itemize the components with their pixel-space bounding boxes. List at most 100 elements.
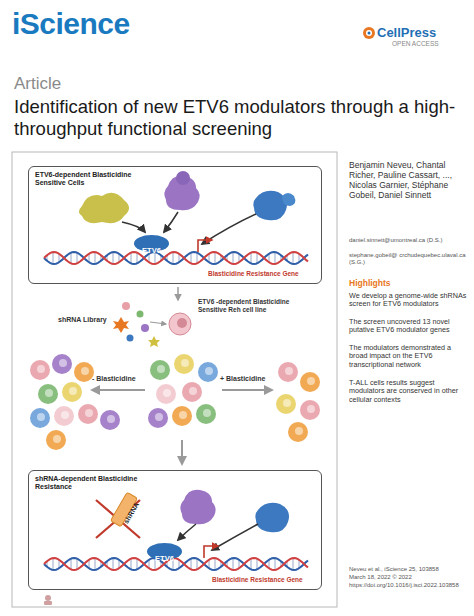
etv6-protein: ETV6: [147, 543, 182, 560]
cell-nucleus: [45, 389, 53, 397]
etv6-protein: ETV6: [134, 235, 169, 252]
highlight-item: The screen uncovered 13 novel putative E…: [349, 318, 467, 335]
modulator-blobs-bottom: [255, 503, 289, 532]
dna-strand: [44, 252, 308, 264]
transcription-start-top: [198, 240, 212, 252]
cell-nucleus: [189, 387, 197, 395]
dna-strand: [44, 252, 308, 264]
dna-rung: [233, 252, 234, 264]
cell: [196, 404, 216, 424]
panel-heading: ETV6-dependent Blasticidine Sensitive Ce…: [35, 171, 145, 188]
dna-rung: [137, 559, 138, 570]
cellpress-logo-icon: [368, 32, 371, 35]
dna-rung: [53, 558, 54, 570]
cell: [38, 384, 58, 404]
highlight-item: The modulators demonstrated a broad impa…: [349, 344, 467, 369]
dna-rung: [293, 558, 294, 570]
dna-rung: [113, 558, 114, 570]
cellpress-logo-icon: [366, 30, 372, 36]
author-list: Benjamin Neveu, Chantal Richer, Pauline …: [349, 160, 467, 200]
reh-cell: [169, 313, 191, 335]
cell-nucleus: [59, 359, 67, 367]
shrna-library-icons: [122, 302, 130, 310]
dna-rung: [131, 253, 132, 264]
dna-rung: [95, 558, 96, 570]
dna-rung: [131, 559, 132, 570]
shrna-library-icons: [141, 324, 149, 332]
dna-rung: [251, 559, 252, 570]
dna-rung: [257, 253, 258, 264]
doi: https://doi.org/10.1016/j.isci.2022.1038…: [349, 582, 469, 589]
paper-title: Identification of new ETV6 modulators th…: [14, 96, 466, 140]
dna-rung: [137, 253, 138, 264]
dna-rung: [197, 559, 198, 570]
cell-line-label: ETV6 -dependent Blasticidine Sensitive R…: [198, 298, 290, 313]
dna-helix-top: [44, 252, 308, 264]
cell: [198, 362, 218, 382]
cell-nucleus: [81, 367, 89, 375]
dna-rung: [173, 252, 174, 264]
cell-nucleus: [295, 427, 303, 435]
gene-label: Blasticidine Resistance Gene: [208, 270, 318, 278]
journal-logo: iScience: [12, 6, 162, 41]
cell-nucleus: [205, 367, 213, 375]
gene-label: Blasticidine Resistance Gene: [212, 576, 320, 584]
dna-rung: [95, 252, 96, 264]
dna-strand: [44, 558, 308, 570]
cell: [300, 400, 320, 420]
shrna-library-icons: [148, 336, 160, 347]
selection-arrows: [92, 389, 145, 391]
cell: [62, 382, 82, 402]
cell: [74, 362, 94, 382]
modulator-blobs-bottom: [180, 490, 289, 533]
cell-nucleus: [37, 365, 45, 373]
cell: [276, 394, 296, 414]
citation: March 18, 2022 © 2022: [349, 574, 469, 581]
cellpress-logo-icon: [363, 27, 375, 39]
email: stephane.gobeil@ crchudequebec.ulaval.ca…: [349, 252, 467, 266]
cell: [172, 406, 192, 426]
cell: [30, 408, 50, 428]
selection-arrows: [222, 389, 272, 391]
cell: [78, 404, 98, 424]
down-arrow: [177, 287, 179, 300]
modulator-blobs-top: [176, 171, 190, 185]
dna-rung: [215, 252, 216, 264]
dna-helix-bottom: [44, 558, 308, 570]
reh-cell: [177, 318, 187, 328]
cell: [100, 410, 120, 430]
modulator-blobs-top: [79, 193, 129, 223]
modulator-blobs-bottom: [180, 490, 215, 525]
condition-label: - Blasticidine: [92, 375, 152, 383]
modulator-blobs-top: [253, 191, 287, 220]
transcription-start-bottom: [204, 546, 218, 558]
dna-rung: [257, 559, 258, 570]
cell: [182, 382, 202, 402]
cell-nucleus: [181, 359, 189, 367]
dna-rung: [191, 559, 192, 570]
transcription-start-top: [198, 240, 212, 252]
shrna-library-icons: [127, 335, 134, 342]
cell-nucleus: [307, 377, 315, 385]
cell-nucleus: [69, 387, 77, 395]
shrna-library-icons: [113, 317, 129, 333]
dna-rung: [275, 252, 276, 264]
shrna-molecule: shRNA: [110, 492, 138, 528]
reh-cell: [169, 313, 191, 335]
down-arrow: [177, 287, 179, 300]
node-text: shRNA: [122, 501, 140, 525]
cell: [278, 362, 298, 382]
cell: [288, 422, 308, 442]
cell-nucleus: [283, 399, 291, 407]
footer-icon: [44, 601, 52, 605]
dna-rung: [53, 252, 54, 264]
cell-nucleus: [155, 413, 163, 421]
cell-nucleus: [203, 409, 211, 417]
open-access-tag: OPEN ACCESS: [392, 40, 462, 48]
regulation-arrows-top: [122, 222, 145, 232]
dna-rung: [251, 253, 252, 264]
panel-box: shRNA-dependent Blasticidine Resistances…: [28, 470, 322, 590]
cell: [30, 360, 50, 380]
dna-rung: [77, 253, 78, 264]
cell: [150, 360, 170, 380]
